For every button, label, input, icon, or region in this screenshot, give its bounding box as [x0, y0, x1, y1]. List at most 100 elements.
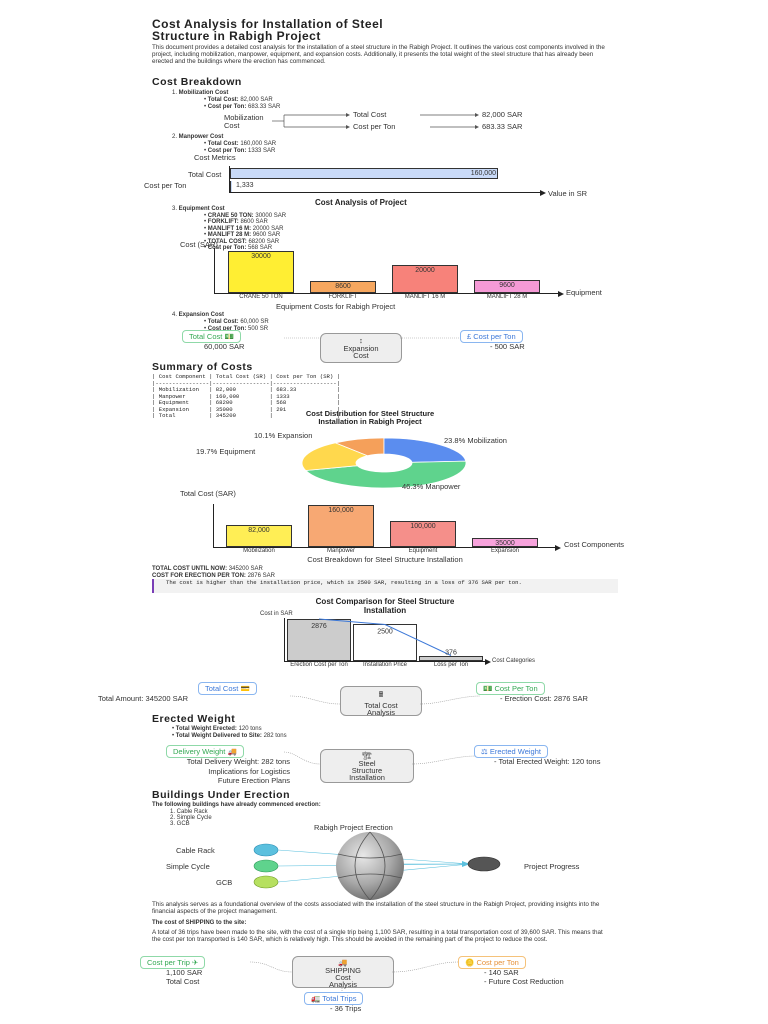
mobilization-per-ton: 683.33 SAR [248, 104, 281, 110]
cost-per-ton-chip: £ Cost per Ton [460, 330, 523, 343]
manpower-section: 2. Manpower Cost • Total Cost: 160,000 S… [172, 134, 277, 154]
diagram-total-value: 82,000 SAR [482, 110, 523, 119]
shipping-heading: The cost of SHIPPING to the site: [152, 920, 247, 926]
value: 9600 SAR [252, 232, 281, 238]
cost-per-trip-chip: Cost per Trip ✈ [140, 956, 206, 969]
expansion-total: 60,000 SR [240, 319, 269, 325]
value: 568 SAR [248, 245, 273, 251]
mobilization-total: 82,000 SAR [240, 97, 273, 103]
data-label: 160,000 [328, 507, 354, 514]
tick-label: Mobilization [243, 548, 275, 554]
diagram-total-cost: Total Cost [353, 110, 387, 119]
money-icon: 💵 [483, 684, 493, 693]
buildings-list: The following buildings have already com… [152, 802, 321, 827]
delivery-weight-chip: Delivery Weight 🚚 [166, 745, 244, 758]
pound-icon: £ [467, 332, 472, 341]
x-axis [214, 293, 562, 294]
slice-label: 46.3% Manpower [402, 482, 461, 491]
value: 30000 SAR [255, 212, 287, 219]
label: FORKLIFT: [207, 219, 239, 225]
label: MANLIFT 16 M: [207, 225, 252, 232]
tick-label: Cost per Ton [144, 181, 187, 190]
total-cost-chip: Total Cost 💳 [198, 682, 257, 695]
erection-flow [253, 831, 501, 900]
data-label: 9600 [499, 281, 515, 289]
pie-chart [301, 437, 467, 489]
connectors [290, 695, 481, 705]
x-axis-label: Value in SR [548, 189, 588, 198]
chart-title: Cost Metrics [194, 153, 236, 162]
data-label: 20000 [415, 267, 435, 274]
value: 20000 SAR [252, 225, 284, 232]
cost-breakdown-heading: Cost Breakdown [152, 76, 242, 88]
value: 68200 SAR [248, 238, 280, 245]
title-line-2: Structure in Rabigh Project [152, 29, 321, 43]
tick-label: Total Cost [188, 170, 222, 179]
diagram-per-ton-value: 683.33 SAR [482, 122, 523, 131]
steel-installation-center-node: 🏗 Steel Structure Installation [320, 749, 414, 783]
slice-equipment [301, 442, 369, 471]
data-label: 2876 [311, 623, 327, 630]
x-axis-arrow [485, 659, 491, 665]
data-label: 376 [445, 650, 457, 657]
erected-value: 120 tons [238, 726, 262, 732]
bar-mobilization [226, 525, 292, 547]
expansion-per-ton-value: - 500 SAR [490, 342, 525, 351]
tick-label: Erection Cost per Ton [290, 662, 348, 668]
node-gcb: GCB [216, 878, 233, 887]
x-axis-arrow [540, 190, 546, 196]
mobilization-node: Mobilization Cost [224, 113, 264, 130]
bar-manlift-16-m [392, 265, 458, 293]
slice-mobilization [383, 437, 467, 463]
erected-weight-chip: ⚖ Erected Weight [474, 745, 548, 758]
connectors [250, 961, 459, 994]
connectors [284, 751, 477, 765]
truck-icon: 🚛 [311, 994, 321, 1003]
tick-label: Manpower [326, 548, 355, 554]
manpower-total: 160,000 SAR [240, 141, 277, 147]
erected-weight-heading: Erected Weight [152, 713, 236, 725]
per-ton-value: 2876 SAR [247, 573, 275, 579]
x-axis-label: Equipment [566, 288, 602, 297]
slice-label: 23.8% Mobilization [444, 436, 507, 445]
y-axis [229, 166, 230, 192]
tick-label: MANLIFT 16 M [404, 294, 446, 300]
y-axis-label: Total Cost (SAR) [180, 489, 236, 498]
expansion-section: 4. Expansion Cost • Total Cost: 60,000 S… [172, 312, 269, 332]
tick-label: MANLIFT 28 M [486, 294, 528, 300]
tick-label: Installation Price [362, 662, 408, 668]
total-cost-chip: Total Cost 💵 [182, 330, 241, 343]
y-axis-label: Cost (SAR) [180, 240, 218, 249]
manpower-per-ton: 1333 SAR [248, 148, 276, 154]
slice-manpower [304, 460, 467, 489]
total-amount: Total Amount: 345200 SAR [98, 694, 189, 703]
truck-icon: 🚚 [338, 958, 348, 967]
tick-label: FORKLIFT [328, 294, 358, 300]
node-project-progress: Project Progress [524, 862, 580, 871]
expansion-per-ton: 500 SR [248, 326, 269, 332]
totals-block: TOTAL COST UNTIL NOW: 345200 SAR COST FO… [152, 566, 275, 579]
mobilization-arrows [272, 113, 479, 129]
shipping-paragraph: A total of 36 trips have been made to th… [152, 929, 603, 943]
data-label: 35000 [495, 539, 515, 547]
label: Cost per Ton: [207, 326, 247, 332]
diagram-cost-per-ton: Cost per Ton [353, 122, 396, 131]
cost-per-ton-chip: 💵 Cost Per Ton [476, 682, 545, 695]
bar-manlift-28-m [474, 279, 540, 293]
equipment-chart-title: Cost Analysis of Project [315, 198, 407, 207]
data-label: 30000 [251, 253, 271, 260]
label: TOTAL COST: [207, 238, 247, 245]
value: 8600 SAR [240, 219, 268, 225]
closing-paragraph: This analysis serves as a foundational o… [152, 901, 600, 915]
x-axis [213, 547, 559, 548]
y-axis [213, 504, 214, 548]
loss-note-block: The cost is higher than the installation… [152, 579, 618, 593]
chart-title: Cost Breakdown for Steel Structure Insta… [307, 555, 463, 564]
x-axis [284, 661, 488, 662]
data-label: 8600 [335, 282, 351, 290]
trip-details: 1,100 SAR Total Cost [166, 968, 203, 986]
total-cost-value: 345200 SAR [228, 566, 263, 572]
buildings-lead: The following buildings have already com… [152, 802, 321, 808]
cost-per-ton-chip: 🪙 Cost per Ton [458, 956, 526, 969]
